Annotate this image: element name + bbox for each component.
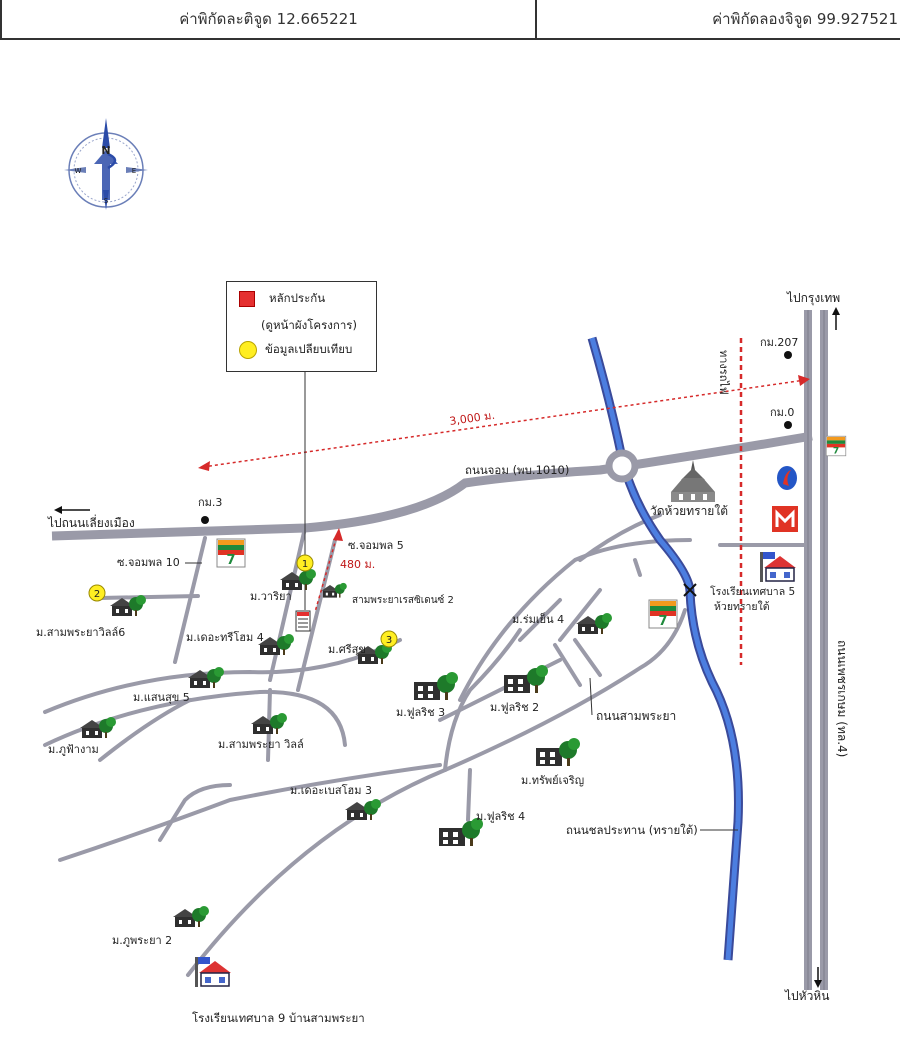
longitude-label: ค่าพิกัดลองจิจูด 99.927521 xyxy=(712,10,898,28)
village-fulrich3: ม.ฟูลริช 3 xyxy=(396,706,445,719)
village-samphraya-villa: ม.สามพระยา วิลล์ xyxy=(218,738,304,751)
seven-eleven-icon xyxy=(648,599,678,630)
comparison-marker-icon: 3 xyxy=(380,630,398,648)
village-fulrich2: ม.ฟูลริช 2 xyxy=(490,701,539,714)
phetkasem-label: ถนนเพชรเกษม (ทล.4) xyxy=(835,640,849,757)
sam-phraya-label: ถนนสามพระยา xyxy=(596,709,676,723)
village-saensuk5: ม.แสนสุข 5 xyxy=(133,691,190,704)
school-icon xyxy=(194,956,232,988)
village-house-icon xyxy=(504,665,548,693)
compass-north: N xyxy=(101,144,110,157)
village-house-icon xyxy=(280,569,316,590)
comparison-marker-icon: 2 xyxy=(88,584,106,602)
compass-rose-icon: N S W E xyxy=(64,118,148,210)
ptt-station-icon xyxy=(777,466,797,490)
to-huahin-label: ไปหัวหิน xyxy=(784,989,829,1003)
km207-label: กม.207 xyxy=(760,336,798,349)
village-house-icon xyxy=(414,672,458,700)
phetkasem-highway xyxy=(804,310,828,990)
village-fulrich4: ม.ฟูลริช 4 xyxy=(476,810,525,823)
village-the-best-home3: ม.เดอะเบสโฮม 3 xyxy=(290,783,372,797)
railway-label: ทางรถไฟ xyxy=(717,350,730,395)
village-phufah-ngam: ม.ภูฟ้างาม xyxy=(48,743,99,756)
village-house-icon xyxy=(188,667,224,688)
village-samphraya-residence2: สามพระยาเรสซิเดนซ์ 2 xyxy=(352,594,454,606)
makro-icon xyxy=(772,506,798,532)
distance-3000: 3,000 ม. xyxy=(449,409,496,428)
distance-480: 480 ม. xyxy=(340,558,375,571)
bypass-west-label: ไปถนนเลี่ยงเมือง xyxy=(47,514,135,530)
secondary-roads xyxy=(43,513,812,977)
school-icon xyxy=(759,551,797,583)
school5-line1: โรงเรียนเทศบาล 5 xyxy=(710,585,795,598)
legend-collateral-note-row: (ดูหน้าผังโครงการ) xyxy=(261,317,357,335)
bridge-mark xyxy=(683,583,697,597)
legend-collateral-note: (ดูหน้าผังโครงการ) xyxy=(261,318,357,332)
compass-west: W xyxy=(75,167,82,175)
school5-line2: ห้วยทรายใต้ xyxy=(714,600,770,613)
comparison-marker-icon: 1 xyxy=(296,554,314,572)
seven-eleven-icon xyxy=(825,435,847,458)
legend-collateral: หลักประกัน xyxy=(269,291,326,305)
legend-comparison-row: ข้อมูลเปลียบเทียบ xyxy=(227,341,352,359)
arrow-left-icon xyxy=(54,506,90,514)
village-phuphraya2: ม.ภูพระยา 2 xyxy=(112,934,172,947)
distance-line-3000 xyxy=(202,379,806,468)
seven-eleven-icon xyxy=(216,538,246,569)
village-srisuk: ม.ศรีสุข xyxy=(328,643,366,656)
comparison-swatch xyxy=(239,341,257,359)
collateral-marker-icon xyxy=(295,610,311,632)
km3-label: กม.3 xyxy=(198,496,222,509)
village-the-tree-home4: ม.เดอะทรีโฮม 4 xyxy=(186,630,264,644)
compass-south: S xyxy=(104,197,109,205)
latitude-cell: ค่าพิกัดละติจูด 12.665221 xyxy=(0,0,537,38)
village-house-icon xyxy=(173,906,209,927)
village-house-icon xyxy=(536,738,580,766)
village-house-icon xyxy=(345,799,381,820)
village-samphraya-villa6: ม.สามพระยาวิลล์6 xyxy=(36,626,125,639)
wat-label: วัดห้วยทรายใต้ xyxy=(650,504,728,518)
km0-dot xyxy=(784,421,792,429)
km0-label: กม.0 xyxy=(770,406,794,419)
thanon-jom-label: ถนนจอม (พบ.1010) xyxy=(465,463,569,477)
arrow-up-icon xyxy=(832,307,840,330)
soi-jompon-5-label: ซ.จอมพล 5 xyxy=(348,539,404,552)
village-wariya: ม.วาริยา xyxy=(250,590,292,603)
marker-2: 2 xyxy=(94,589,100,600)
arrow-down-icon xyxy=(814,967,822,988)
legend-collateral-row: หลักประกัน xyxy=(227,290,325,308)
marker-3: 3 xyxy=(386,635,392,646)
marker-1: 1 xyxy=(302,559,308,570)
village-supcharoen: ม.ทรัพย์เจริญ xyxy=(521,774,584,787)
village-romyen4: ม.ร่มเย็น 4 xyxy=(512,612,564,626)
collateral-swatch xyxy=(239,291,255,307)
latitude-label: ค่าพิกัดละติจูด 12.665221 xyxy=(179,10,358,28)
map-legend: หลักประกัน (ดูหน้าผังโครงการ) ข้อมูลเปลี… xyxy=(226,281,377,372)
distance-line-480 xyxy=(314,531,339,613)
thanon-jom-road xyxy=(51,431,813,541)
km207-dot xyxy=(784,351,792,359)
longitude-cell: ค่าพิกัดลองจิจูด 99.927521 xyxy=(537,0,900,38)
village-house-icon xyxy=(80,717,116,738)
coordinate-header: ค่าพิกัดละติจูด 12.665221 ค่าพิกัดลองจิจ… xyxy=(0,0,900,40)
to-bangkok-label: ไปกรุงเทพ xyxy=(786,291,840,306)
compass-east: E xyxy=(132,167,136,175)
roundabout xyxy=(605,449,639,483)
chon-prathan-label: ถนนชลประทาน (ทรายใต้) xyxy=(566,823,698,837)
km3-dot xyxy=(201,516,209,524)
soi-jompon-10-label: ซ.จอมพล 10 xyxy=(117,556,180,569)
temple-icon xyxy=(671,460,715,502)
school9-label: โรงเรียนเทศบาล 9 บ้านสามพระยา xyxy=(192,1011,365,1025)
legend-comparison: ข้อมูลเปลียบเทียบ xyxy=(265,342,353,356)
